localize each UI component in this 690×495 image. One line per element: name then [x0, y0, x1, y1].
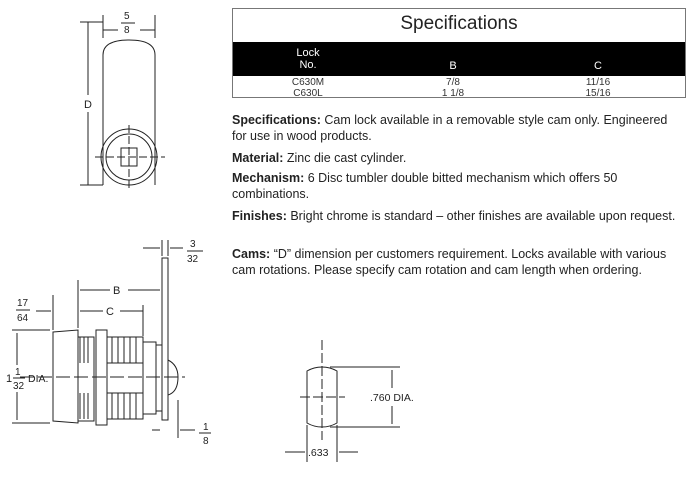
b-dimension-label: B: [113, 285, 120, 297]
bezel-num: 17: [17, 298, 29, 309]
material-paragraph: Material: Zinc die cast cylinder.: [232, 151, 407, 165]
cams-paragraph: Cams: “D” dimension per customers requir…: [232, 247, 667, 277]
bezel-den: 64: [17, 313, 29, 324]
cell-c: 11/16: [585, 77, 611, 88]
specifications-paragraph: Specifications: Cam lock available in a …: [232, 113, 668, 143]
header-c: C: [594, 60, 602, 72]
cell-lock: C630M: [291, 77, 325, 88]
mechanism-paragraph: Mechanism: 6 Disc tumbler double bitted …: [232, 171, 618, 201]
tail-den: 8: [203, 436, 209, 447]
front-width-den: 8: [124, 25, 130, 36]
front-view-drawing: [80, 15, 165, 190]
header-b: B: [449, 60, 457, 72]
side-view-drawing: [12, 240, 195, 438]
c-dimension-label: C: [106, 306, 114, 318]
dia-den: 32: [13, 381, 25, 392]
front-width-num: 5: [124, 11, 130, 22]
dia-suffix: DIA.: [28, 373, 48, 385]
cam-hole-flat-label: .633: [308, 447, 329, 459]
plate-thickness-num: 3: [190, 239, 196, 250]
cam-hole-drawing: [285, 340, 400, 462]
cell-c: 15/16: [585, 88, 611, 99]
plate-thickness-den: 32: [187, 254, 199, 265]
table-row: C630L 1 1/8 15/16: [233, 88, 685, 100]
tail-num: 1: [203, 422, 209, 433]
table-title: Specifications: [400, 13, 518, 34]
d-dimension-label: D: [84, 99, 92, 111]
dia-num: 1: [15, 367, 21, 378]
table-row: C630M 7/8 11/16: [233, 77, 685, 89]
cell-b: 1 1/8: [441, 88, 465, 99]
dia-whole: 1: [6, 373, 12, 385]
cell-b: 7/8: [446, 77, 460, 88]
cam-hole-dia-label: .760 DIA.: [370, 392, 414, 404]
finishes-paragraph: Finishes: Bright chrome is standard – ot…: [232, 209, 676, 223]
cell-lock: C630L: [293, 88, 323, 99]
